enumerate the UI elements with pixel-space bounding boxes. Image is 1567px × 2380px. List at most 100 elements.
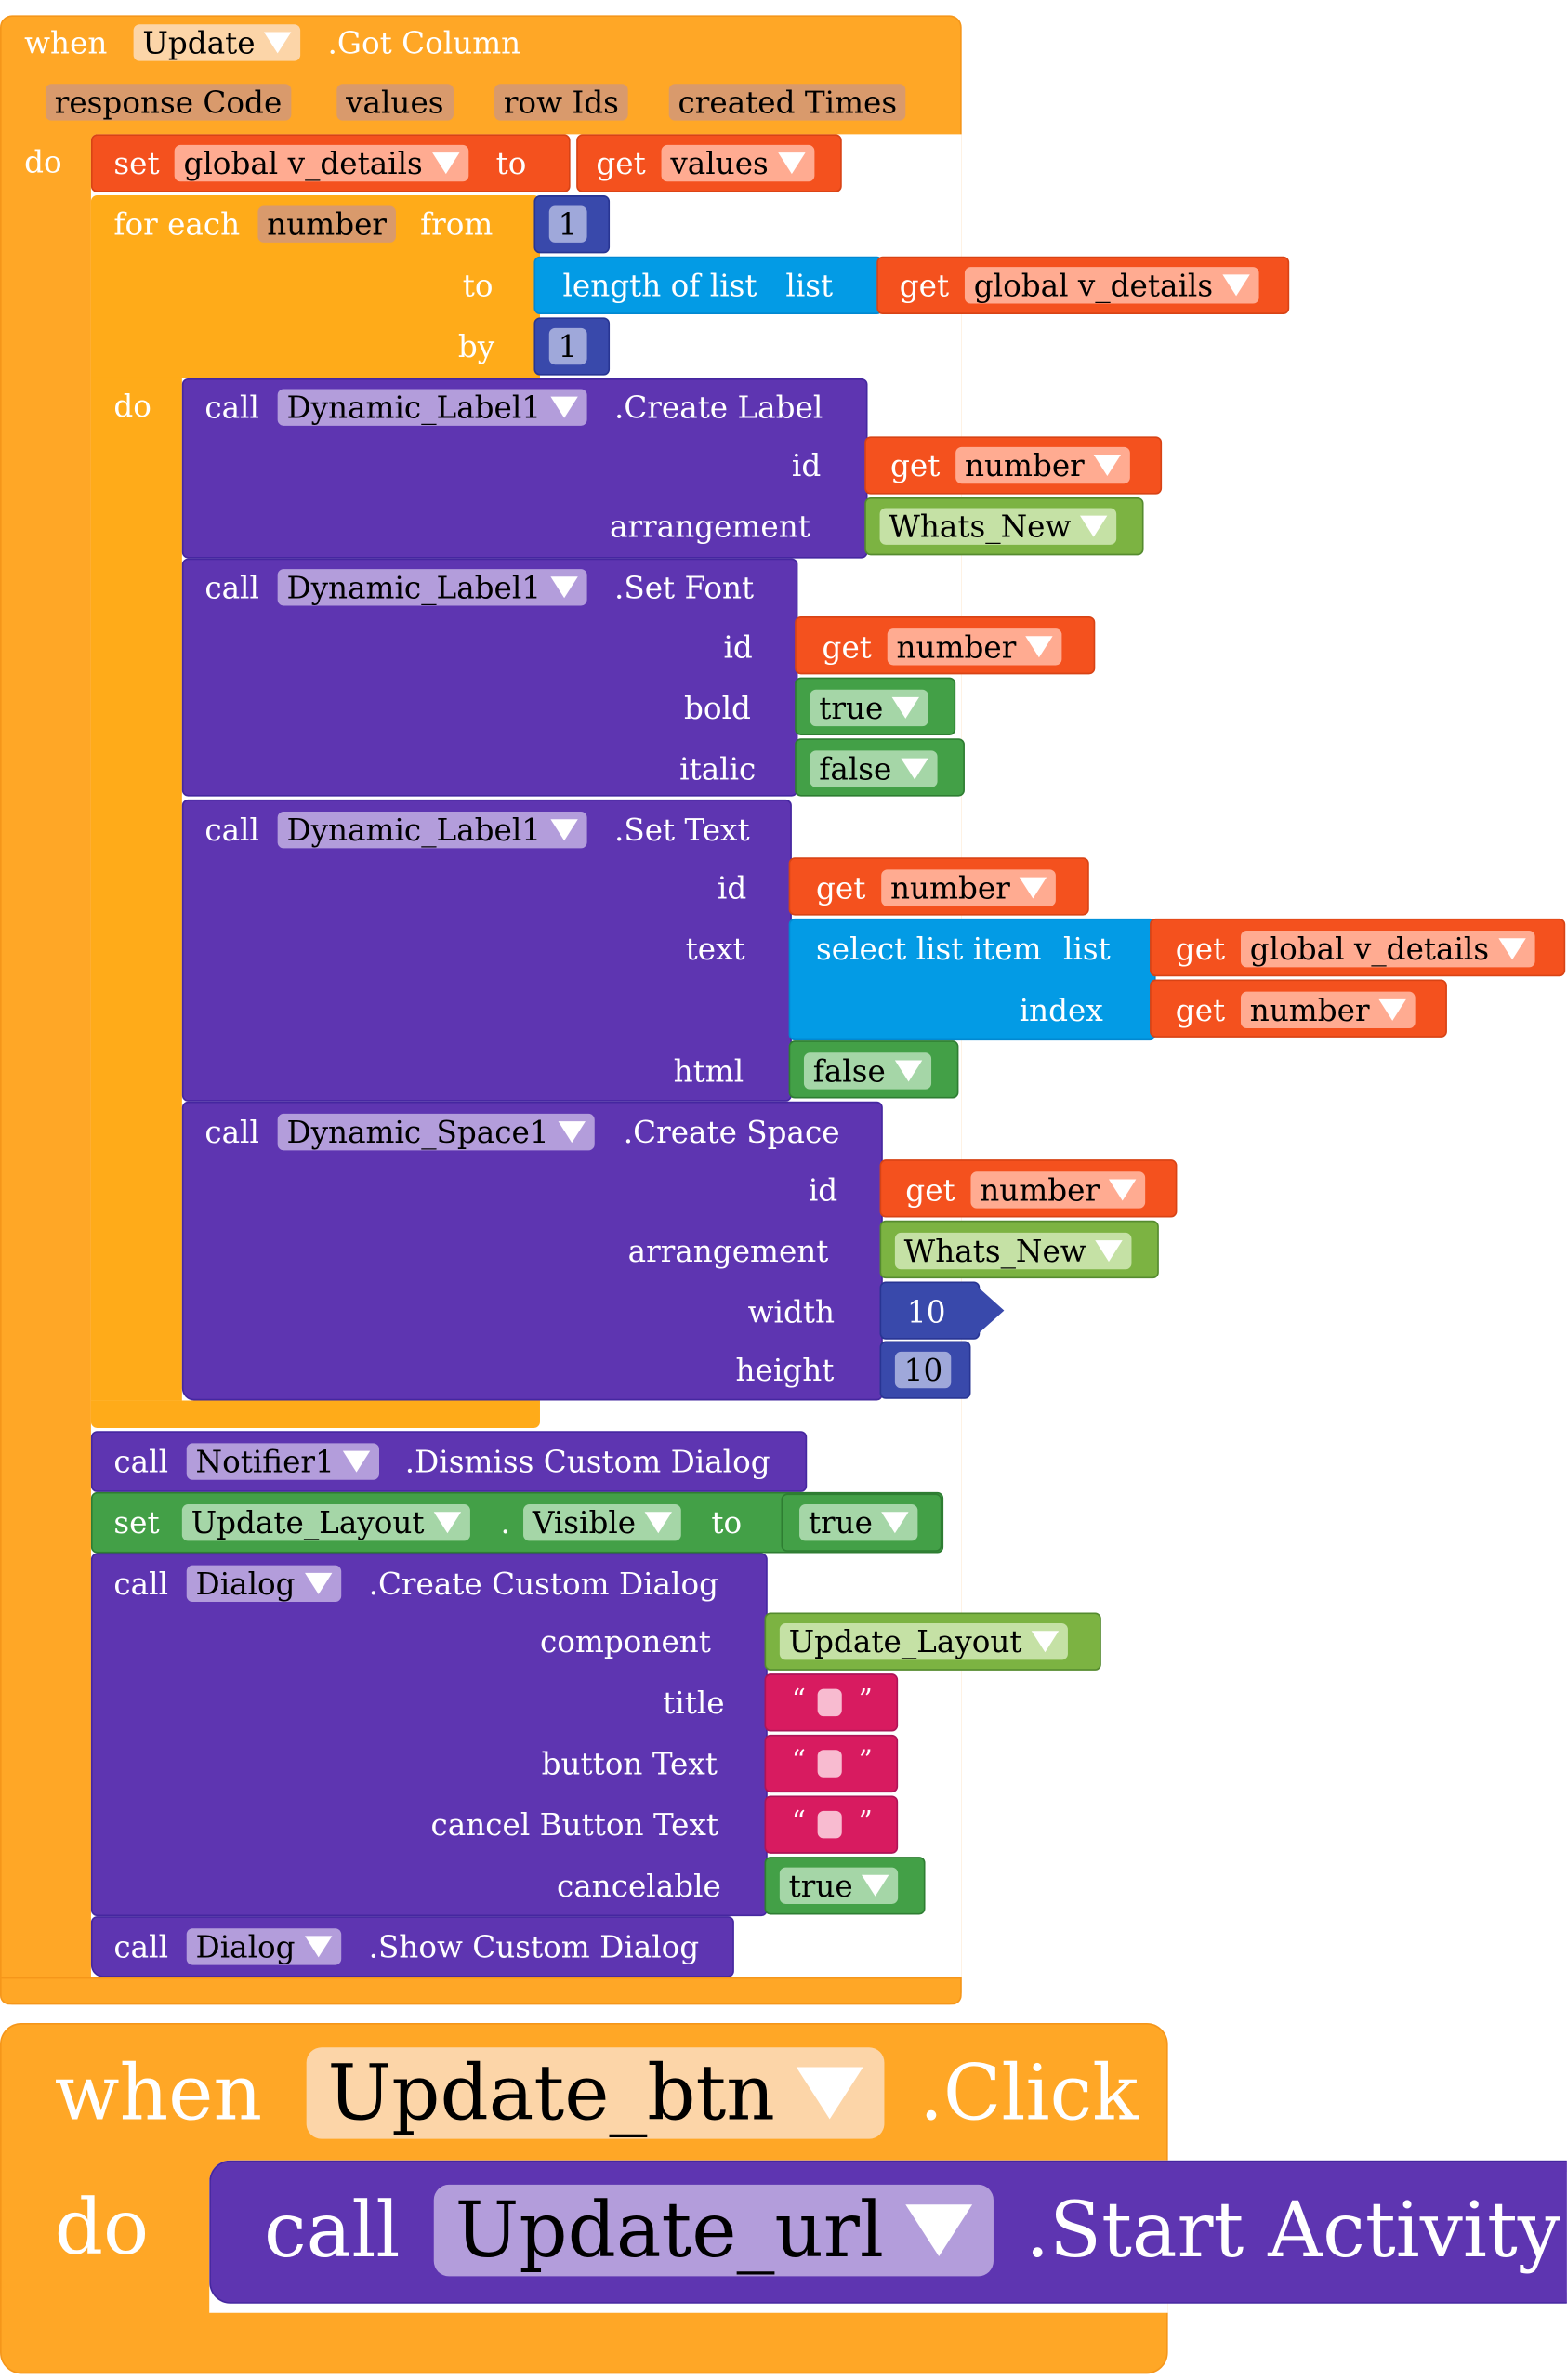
param-row-ids[interactable]: row Ids	[494, 84, 628, 121]
close-quote-icon: ”	[858, 1745, 873, 1778]
true-dropdown[interactable]: true	[810, 689, 929, 727]
call-label: call	[263, 2186, 401, 2275]
get-number-dropdown[interactable]: number	[881, 869, 1056, 906]
id-label: id	[723, 628, 753, 666]
loop-do-label: do	[113, 387, 151, 425]
get-v-details-dropdown[interactable]: global v_details	[1240, 931, 1535, 968]
method-name: .Dismiss Custom Dialog	[404, 1443, 770, 1480]
get-label: get	[905, 1171, 955, 1209]
for-each-left-arm	[90, 377, 182, 1401]
to-label: to	[495, 144, 527, 182]
bold-label: bold	[684, 689, 751, 727]
from-label: from	[420, 205, 494, 243]
loop-variable-number[interactable]: number	[257, 205, 396, 243]
to-label-loop: to	[462, 267, 494, 304]
empty-text-field[interactable]	[817, 1750, 842, 1778]
open-quote-icon: “	[791, 1684, 806, 1717]
chevron-down-icon	[1378, 998, 1406, 1021]
method-name: .Show Custom Dialog	[368, 1928, 700, 1965]
close-quote-icon: ”	[858, 1805, 873, 1839]
method-name: .Start Activity	[1025, 2186, 1560, 2275]
false-dropdown[interactable]: false	[803, 1052, 931, 1090]
width-value[interactable]: 10	[906, 1293, 946, 1330]
height-value[interactable]: 10	[894, 1351, 953, 1389]
param-values[interactable]: values	[336, 84, 454, 121]
for-each-footer	[90, 1400, 540, 1428]
arrangement-label: arrangement	[627, 1232, 829, 1270]
chevron-down-icon	[1025, 635, 1053, 657]
get-label: get	[822, 628, 872, 666]
when-label: when	[24, 24, 108, 61]
text-label: text	[685, 931, 745, 968]
by-value[interactable]: 1	[548, 327, 587, 365]
param-response-code[interactable]: response Code	[45, 84, 292, 121]
chevron-down-icon	[644, 1511, 673, 1533]
for-each-label: for each	[113, 205, 241, 243]
get-label: get	[816, 869, 866, 906]
chevron-down-icon	[777, 152, 805, 174]
get-number-dropdown[interactable]: number	[955, 446, 1130, 484]
id-label: id	[717, 869, 747, 906]
component-label: component	[539, 1623, 711, 1660]
variable-dropdown-v-details[interactable]: global v_details	[174, 144, 468, 182]
get-label: get	[1175, 931, 1226, 968]
arrangement-label: arrangement	[610, 508, 810, 545]
component-dropdown-update-layout[interactable]: Update_Layout	[181, 1504, 470, 1541]
empty-text-field[interactable]	[817, 1810, 842, 1839]
button-text-label: button Text	[541, 1745, 718, 1782]
index-label: index	[1019, 991, 1103, 1029]
create-custom-dialog-block[interactable]	[90, 1553, 768, 1917]
false-dropdown[interactable]: false	[810, 750, 938, 787]
width-label: width	[747, 1293, 836, 1330]
component-dropdown-update-btn[interactable]: Update_btn	[306, 2047, 885, 2139]
property-dropdown-visible[interactable]: Visible	[523, 1504, 682, 1541]
method-name: .Set Font	[613, 569, 755, 606]
length-of-list-block[interactable]	[533, 256, 883, 315]
chevron-down-icon	[1031, 1630, 1059, 1652]
get-v-details-dropdown[interactable]: global v_details	[964, 267, 1259, 304]
method-name: .Create Space	[623, 1113, 840, 1151]
component-dropdown-notifier1[interactable]: Notifier1	[186, 1443, 380, 1480]
component-dropdown-dynamic-space1[interactable]: Dynamic_Space1	[277, 1113, 595, 1151]
chevron-down-icon	[796, 2067, 863, 2120]
get-number-dropdown[interactable]: number	[970, 1171, 1146, 1209]
true-dropdown[interactable]: true	[799, 1504, 918, 1541]
id-label: id	[808, 1171, 838, 1209]
by-label: by	[457, 327, 495, 365]
chevron-down-icon	[304, 1572, 332, 1594]
chevron-down-icon	[549, 818, 578, 840]
chevron-down-icon	[862, 1873, 889, 1896]
update-layout-dropdown[interactable]: Update_Layout	[779, 1623, 1068, 1660]
create-space-block[interactable]	[181, 1101, 883, 1401]
from-value[interactable]: 1	[548, 205, 587, 243]
do-label: do	[24, 143, 62, 180]
chevron-down-icon	[304, 1935, 332, 1957]
get-number-dropdown[interactable]: number	[887, 628, 1062, 666]
to-label: to	[711, 1504, 743, 1541]
get-values-dropdown[interactable]: values	[661, 144, 814, 182]
open-quote-icon: “	[791, 1805, 806, 1839]
get-number-dropdown[interactable]: number	[1240, 991, 1416, 1029]
chevron-down-icon	[1093, 454, 1121, 476]
component-dropdown-update-url[interactable]: Update_url	[433, 2184, 994, 2277]
number-block-width[interactable]	[879, 1281, 981, 1340]
component-dropdown-dynamic-label1[interactable]: Dynamic_Label1	[277, 569, 587, 606]
component-dropdown-dynamic-label1[interactable]: Dynamic_Label1	[277, 812, 587, 849]
select-list-item-block[interactable]	[788, 918, 1156, 1041]
chevron-down-icon	[1095, 1239, 1123, 1262]
param-created-times[interactable]: created Times	[668, 84, 906, 121]
chevron-down-icon	[433, 1511, 461, 1533]
empty-text-field[interactable]	[817, 1688, 842, 1717]
whats-new-dropdown[interactable]: Whats_New	[894, 1232, 1132, 1270]
open-quote-icon: “	[791, 1745, 806, 1778]
chevron-down-icon	[549, 395, 578, 417]
component-dropdown-dynamic-label1[interactable]: Dynamic_Label1	[277, 389, 587, 426]
true-dropdown[interactable]: true	[779, 1867, 899, 1904]
component-dropdown-dialog[interactable]: Dialog	[186, 1565, 341, 1603]
whats-new-dropdown[interactable]: Whats_New	[879, 508, 1117, 545]
title-label: title	[663, 1684, 725, 1722]
component-dropdown-update[interactable]: Update	[133, 24, 301, 61]
italic-label: italic	[679, 750, 757, 787]
component-dropdown-dialog[interactable]: Dialog	[186, 1928, 341, 1965]
